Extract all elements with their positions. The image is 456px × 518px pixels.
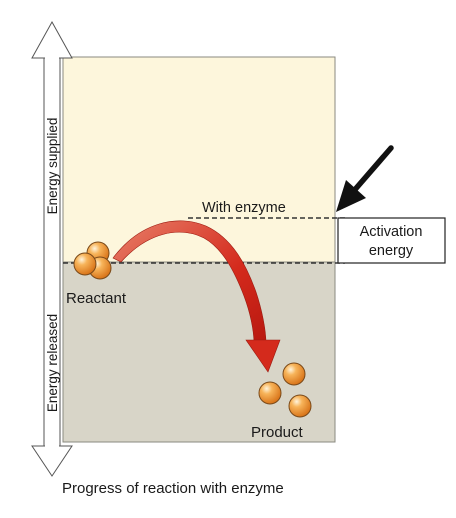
product-molecule-icon: [258, 362, 312, 418]
activation-energy-box: Activation energy: [337, 217, 446, 264]
pointer-arrow-icon: [336, 145, 394, 212]
reactant-label: Reactant: [66, 290, 127, 307]
reaction-progress-arrow: [112, 220, 281, 373]
activation-energy-label-line2: energy: [369, 243, 414, 259]
activation-energy-label-line1: Activation: [360, 224, 423, 240]
x-axis-caption: Progress of reaction with enzyme: [62, 480, 284, 497]
energy-released-label: Energy released: [45, 314, 60, 412]
vertical-energy-axis: [31, 20, 73, 477]
energy-released-region: [62, 261, 336, 443]
product-label: Product: [251, 424, 304, 441]
energy-supplied-label: Energy supplied: [45, 118, 60, 215]
with-enzyme-label: With enzyme: [202, 200, 286, 216]
reactant-molecule-icon: [73, 241, 112, 280]
